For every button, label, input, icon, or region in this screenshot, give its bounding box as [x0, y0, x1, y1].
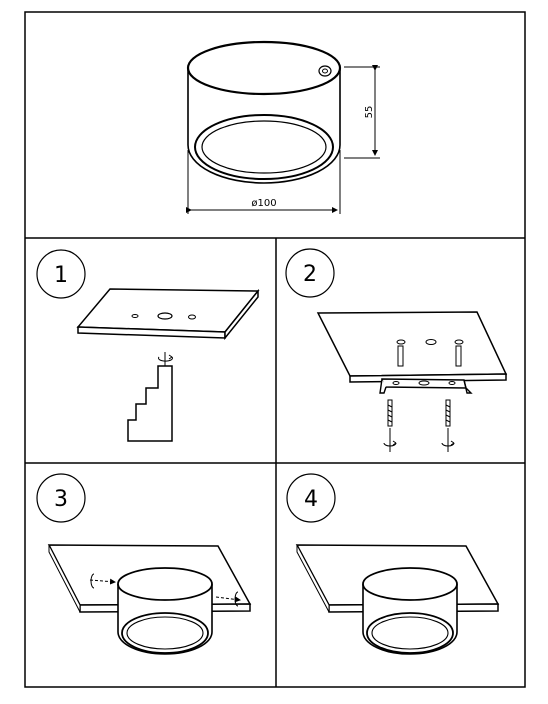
- step-3-badge: 3: [36, 473, 86, 523]
- step-3-panel: 3: [36, 473, 252, 655]
- wall-plugs: [397, 345, 462, 367]
- screws: [387, 399, 451, 427]
- step-4-badge: 4: [286, 473, 336, 523]
- step-2-panel: 2: [285, 248, 508, 452]
- height-label: 55: [364, 106, 375, 119]
- step-4-panel: 4: [286, 473, 500, 655]
- step-1-panel: 1: [36, 249, 260, 442]
- step-2-number: 2: [303, 262, 317, 287]
- panel-grid: [24, 11, 526, 688]
- height-dimension: [344, 65, 380, 159]
- ceiling-slab: [316, 311, 508, 383]
- downlight-fixture: [362, 567, 458, 655]
- diameter-dimension: [186, 150, 341, 214]
- diameter-label: ø100: [251, 198, 276, 209]
- screwdriver-icon: [383, 428, 455, 452]
- step-3-number: 3: [54, 487, 68, 512]
- ceiling-plate: [76, 288, 260, 341]
- rotation-arrows: [89, 573, 241, 607]
- step-1-badge: 1: [36, 249, 86, 299]
- downlight-fixture: [117, 567, 213, 655]
- mounting-bracket: [379, 378, 473, 394]
- step-2-badge: 2: [285, 248, 335, 298]
- downlight-fixture: [186, 40, 342, 184]
- step-4-number: 4: [304, 487, 318, 512]
- step-1-number: 1: [54, 263, 68, 288]
- drill-bit-icon: [127, 352, 173, 442]
- product-dimension-view: 55 ø100: [186, 40, 380, 214]
